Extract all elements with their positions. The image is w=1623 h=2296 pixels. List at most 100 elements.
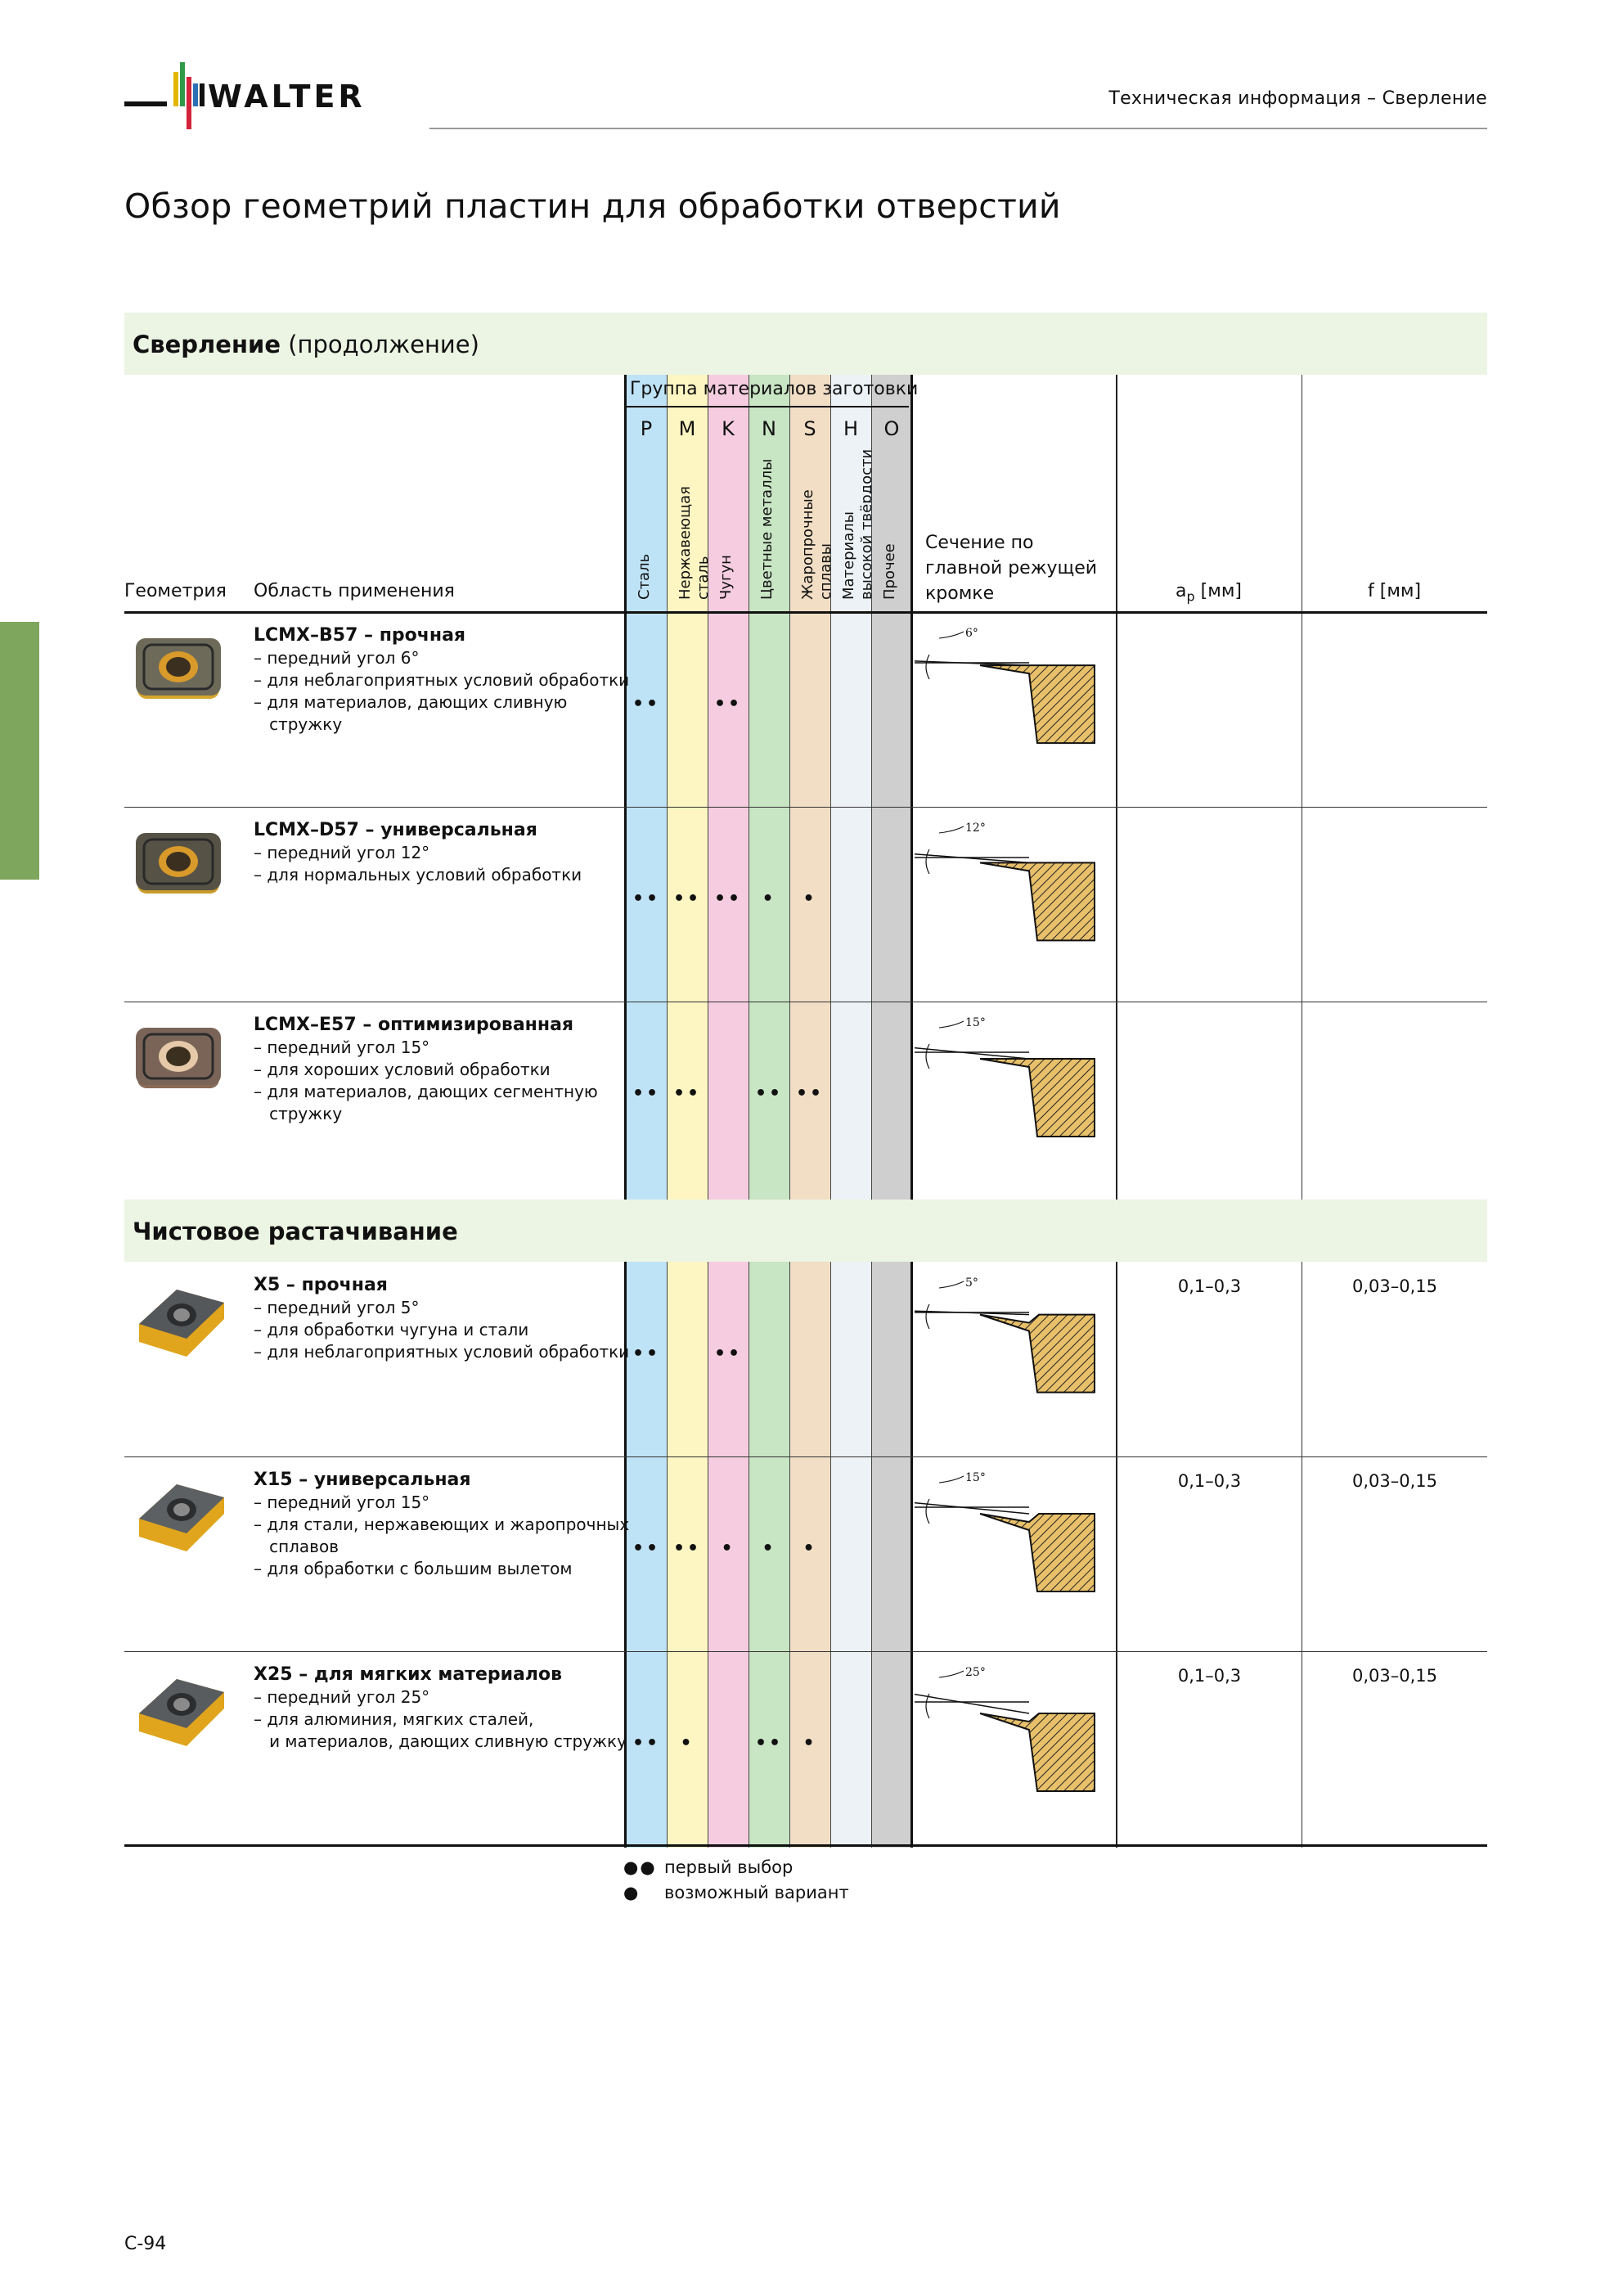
suitability-dots: •• [672,889,702,909]
application-line: – передний угол 15° [254,1038,430,1057]
suitability-dots: •• [672,1538,702,1559]
application-line: – для материалов, дающих сегментную [254,1082,598,1101]
legend-item: ● возможный вариант [623,1883,849,1902]
geometry-title: X15 – универсальная [254,1470,471,1490]
insert-image [129,632,227,717]
material-name: Сталь [636,553,653,600]
material-letter: O [883,417,900,440]
suitability-dots: •• [754,1083,784,1104]
legend-item: ●●первый выбор [623,1857,793,1877]
row-divider [124,1844,1487,1847]
row-divider [124,1456,1487,1457]
suitability-dots: • [803,1538,817,1559]
suitability-dots: • [680,1733,695,1754]
application-line: – для обработки чугуна и стали [254,1320,529,1339]
svg-text:15°: 15° [965,1471,986,1484]
header-f: f [мм] [1368,581,1422,601]
suitability-dots: • [762,1538,776,1559]
svg-text:15°: 15° [965,1016,986,1029]
cutting-edge-section-diagram: 15° [906,1011,1111,1162]
suitability-dots: •• [632,1344,661,1364]
application-line: стружку [254,714,343,734]
ap-value: 0,1–0,3 [1177,1471,1242,1491]
geometry-title: LCMX–E57 – оптимизированная [254,1015,574,1035]
legend-text: возможный вариант [664,1883,849,1902]
header-rule-bottom [124,611,1487,614]
material-column-o [871,375,912,1848]
svg-text:12°: 12° [965,822,986,835]
logo-text: WALTER [208,79,366,115]
material-name: Цветные металлы [758,458,776,600]
cutting-edge-section-diagram: 12° [906,817,1111,967]
suitability-dots: •• [632,1538,661,1559]
insert-image [129,826,227,912]
material-name: Прочее [881,543,898,600]
column-separator [789,375,790,1848]
column-separator [910,375,913,1848]
application-line: – для хороших условий обработки [254,1060,551,1079]
page-title: Обзор геометрий пластин для обработки от… [124,187,1061,226]
insert-image [129,1281,227,1366]
column-separator [830,375,831,1848]
application-line: сплавов [254,1537,339,1556]
material-column-n [749,375,789,1848]
application-line: – для стали, нержавеющих и жаропрочных [254,1515,630,1534]
row-divider [124,1651,1487,1652]
suitability-dots: •• [713,889,743,909]
header-geometry: Геометрия [124,581,227,601]
insert-image [129,1671,227,1756]
row-divider [124,807,1487,808]
application-line: – передний угол 15° [254,1492,430,1512]
geometry-title: LCMX–D57 – универсальная [254,820,537,840]
header-ap: ap [мм] [1176,581,1242,605]
walter-logo: WALTER [124,62,366,129]
suitability-dots: •• [632,889,661,909]
application-line: – для обработки с большим вылетом [254,1559,573,1578]
insert-image [129,1476,227,1561]
suitability-dots: •• [713,694,743,714]
material-column-k [708,375,749,1848]
section-title: Сверление [133,331,281,358]
header-application: Область применения [254,581,455,601]
application-line: – передний угол 5° [254,1298,420,1317]
column-divider [1116,375,1117,1200]
application-line: – для неблагоприятных условий обработки [254,670,630,690]
geometry-title: X25 – для мягких материалов [254,1664,563,1685]
application-line: – передний угол 6° [254,648,420,668]
svg-text:6°: 6° [965,627,978,640]
f-value: 0,03–0,15 [1351,1471,1437,1491]
suitability-dots: •• [795,1083,825,1104]
legend-symbol: ● [623,1883,639,1902]
material-letter: K [722,417,735,440]
material-column-s [789,375,830,1848]
suitability-dots: • [803,1733,817,1754]
ap-value: 0,1–0,3 [1177,1276,1242,1296]
svg-text:5°: 5° [965,1276,978,1290]
application-line: – передний угол 12° [254,843,430,862]
geometry-title: X5 – прочная [254,1275,388,1295]
insert-image [129,1021,227,1106]
column-separator [667,375,668,1848]
suitability-dots: • [721,1538,735,1559]
group-title: Группа материалов заготовки [630,379,919,399]
legend-symbol: ●● [623,1857,657,1877]
application-line: – для материалов, дающих сливную [254,692,568,712]
suitability-dots: •• [632,694,661,714]
section-bar-finish-boring: Чистовое растачивание [124,1200,1487,1262]
suitability-dots: • [803,889,817,909]
suitability-dots: •• [713,1344,743,1364]
header-title: Техническая информация – Сверление [1108,88,1487,109]
section-subtitle: (продолжение) [281,331,479,358]
material-letter: M [678,417,696,440]
material-name: Чугун [717,555,735,600]
cutting-edge-section-diagram: 15° [906,1466,1111,1617]
material-letter: S [803,417,816,440]
suitability-dots: •• [632,1733,661,1754]
application-line: – для алюминия, мягких сталей, [254,1709,534,1729]
header-rule [429,128,1487,129]
suitability-dots: • [762,889,776,909]
geometry-title: LCMX–B57 – прочная [254,625,466,646]
material-letter: P [640,417,653,440]
application-line: – передний угол 25° [254,1687,430,1707]
material-column-h [830,375,871,1848]
